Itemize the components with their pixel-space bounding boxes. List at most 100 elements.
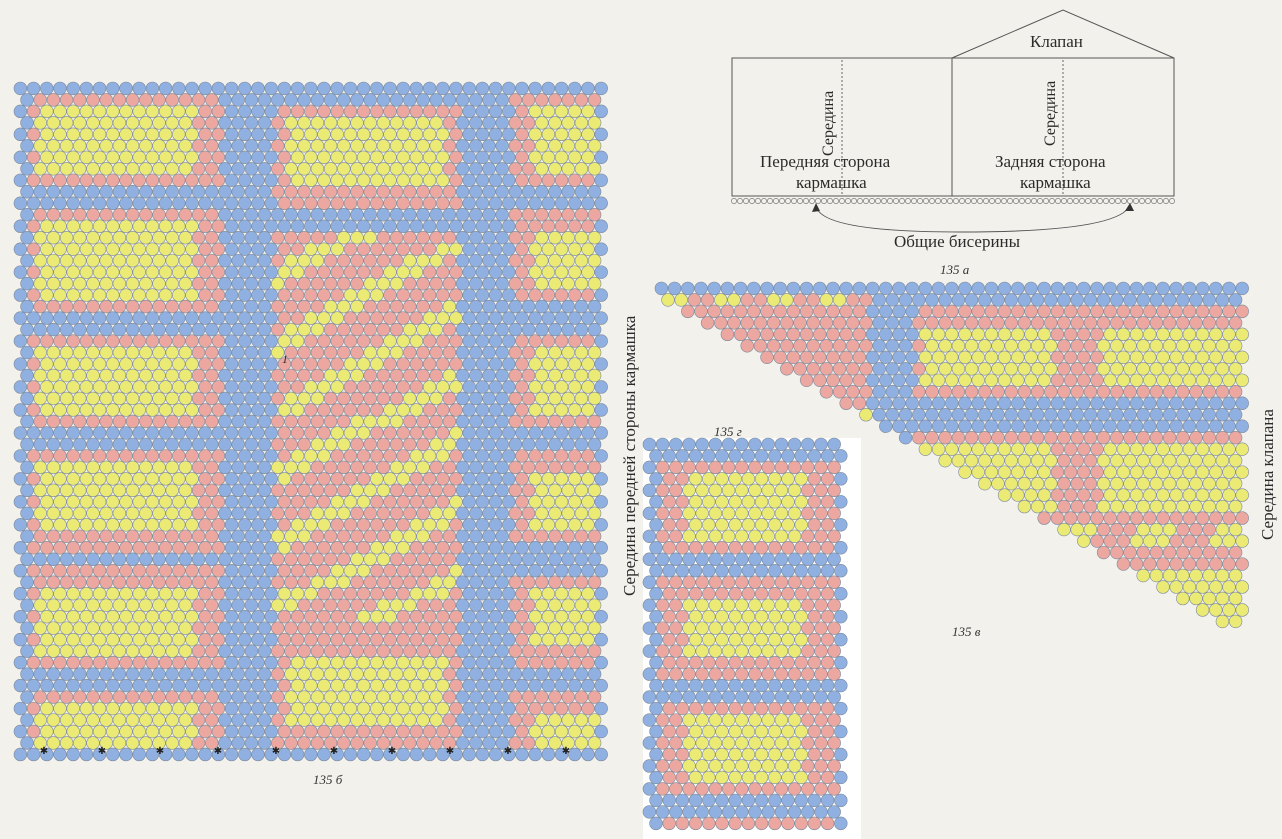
- bead: [748, 690, 762, 704]
- bead: [99, 598, 113, 612]
- bead: [106, 334, 120, 348]
- bead: [925, 293, 939, 307]
- bead: [958, 281, 972, 296]
- bead: [310, 391, 325, 406]
- bead: [224, 311, 239, 325]
- bead: [198, 196, 212, 210]
- bead: [172, 541, 186, 555]
- bead: [1090, 465, 1104, 479]
- bead: [396, 724, 410, 739]
- bead: [587, 253, 602, 268]
- bead: [1222, 281, 1236, 296]
- bead: [1136, 476, 1150, 491]
- bead: [205, 552, 219, 566]
- bead: [53, 678, 67, 693]
- bead: [158, 173, 173, 187]
- bead: [642, 713, 657, 727]
- bead: [264, 403, 278, 417]
- bead: [185, 701, 199, 716]
- bead: [310, 667, 325, 681]
- bead: [1116, 419, 1131, 433]
- bead: [330, 127, 344, 142]
- bead: [885, 293, 900, 307]
- bead: [125, 368, 140, 383]
- bead: [119, 564, 133, 578]
- bead: [761, 437, 775, 452]
- bead: [741, 793, 756, 808]
- bead: [106, 655, 120, 670]
- bead: [79, 518, 94, 532]
- bead: [469, 460, 483, 475]
- bead: [912, 408, 926, 422]
- bead: [152, 621, 166, 635]
- bead: [112, 414, 127, 429]
- bead: [905, 281, 919, 296]
- bead: [205, 621, 219, 635]
- bead: [521, 345, 536, 360]
- bead: [284, 299, 298, 314]
- bead: [449, 380, 463, 394]
- bead: [257, 345, 272, 360]
- bead: [1083, 476, 1098, 491]
- bead: [728, 770, 742, 785]
- bead: [488, 586, 503, 601]
- bead: [655, 437, 670, 452]
- bead: [1215, 362, 1230, 376]
- bead: [495, 621, 509, 635]
- bead: [1182, 396, 1197, 410]
- bead: [119, 196, 133, 210]
- bead: [92, 219, 107, 233]
- bead: [820, 793, 835, 808]
- bead: [794, 495, 808, 509]
- bead: [859, 316, 873, 330]
- bead: [251, 403, 265, 417]
- bead: [409, 472, 424, 486]
- bead: [938, 293, 952, 307]
- bead: [271, 644, 285, 658]
- bead: [244, 713, 259, 727]
- bead: [515, 127, 529, 142]
- bead: [1096, 408, 1111, 422]
- bead: [356, 701, 371, 716]
- bead: [1169, 350, 1183, 365]
- bead: [1044, 453, 1058, 468]
- bead: [700, 293, 715, 307]
- bead: [945, 304, 959, 319]
- bead: [409, 357, 424, 371]
- bead: [574, 299, 589, 314]
- bead: [40, 541, 54, 555]
- bead: [152, 736, 166, 750]
- bead: [125, 460, 140, 475]
- bead: [1044, 408, 1058, 422]
- bead: [834, 518, 848, 532]
- bead: [409, 655, 424, 670]
- bead: [106, 609, 120, 624]
- bead: [1103, 419, 1117, 433]
- bead: [257, 713, 272, 727]
- bead: [198, 242, 212, 256]
- bead: [554, 655, 569, 670]
- bead: [211, 311, 226, 325]
- bead: [370, 609, 384, 624]
- bead: [814, 529, 828, 543]
- bead: [244, 139, 259, 153]
- bead: [1037, 419, 1051, 433]
- bead: [86, 208, 100, 222]
- bead: [317, 678, 331, 693]
- bead: [695, 437, 709, 452]
- bead: [191, 437, 206, 452]
- bead: [682, 621, 696, 635]
- bead: [528, 311, 542, 325]
- bead: [33, 368, 47, 383]
- bead: [264, 747, 278, 762]
- bead: [502, 334, 516, 348]
- bead: [99, 253, 113, 268]
- bead: [284, 713, 298, 727]
- bead: [728, 609, 742, 624]
- bead: [475, 541, 490, 555]
- bead: [66, 173, 80, 187]
- bead: [86, 483, 100, 498]
- bead: [508, 230, 523, 245]
- bead: [238, 518, 252, 532]
- bead: [73, 460, 87, 475]
